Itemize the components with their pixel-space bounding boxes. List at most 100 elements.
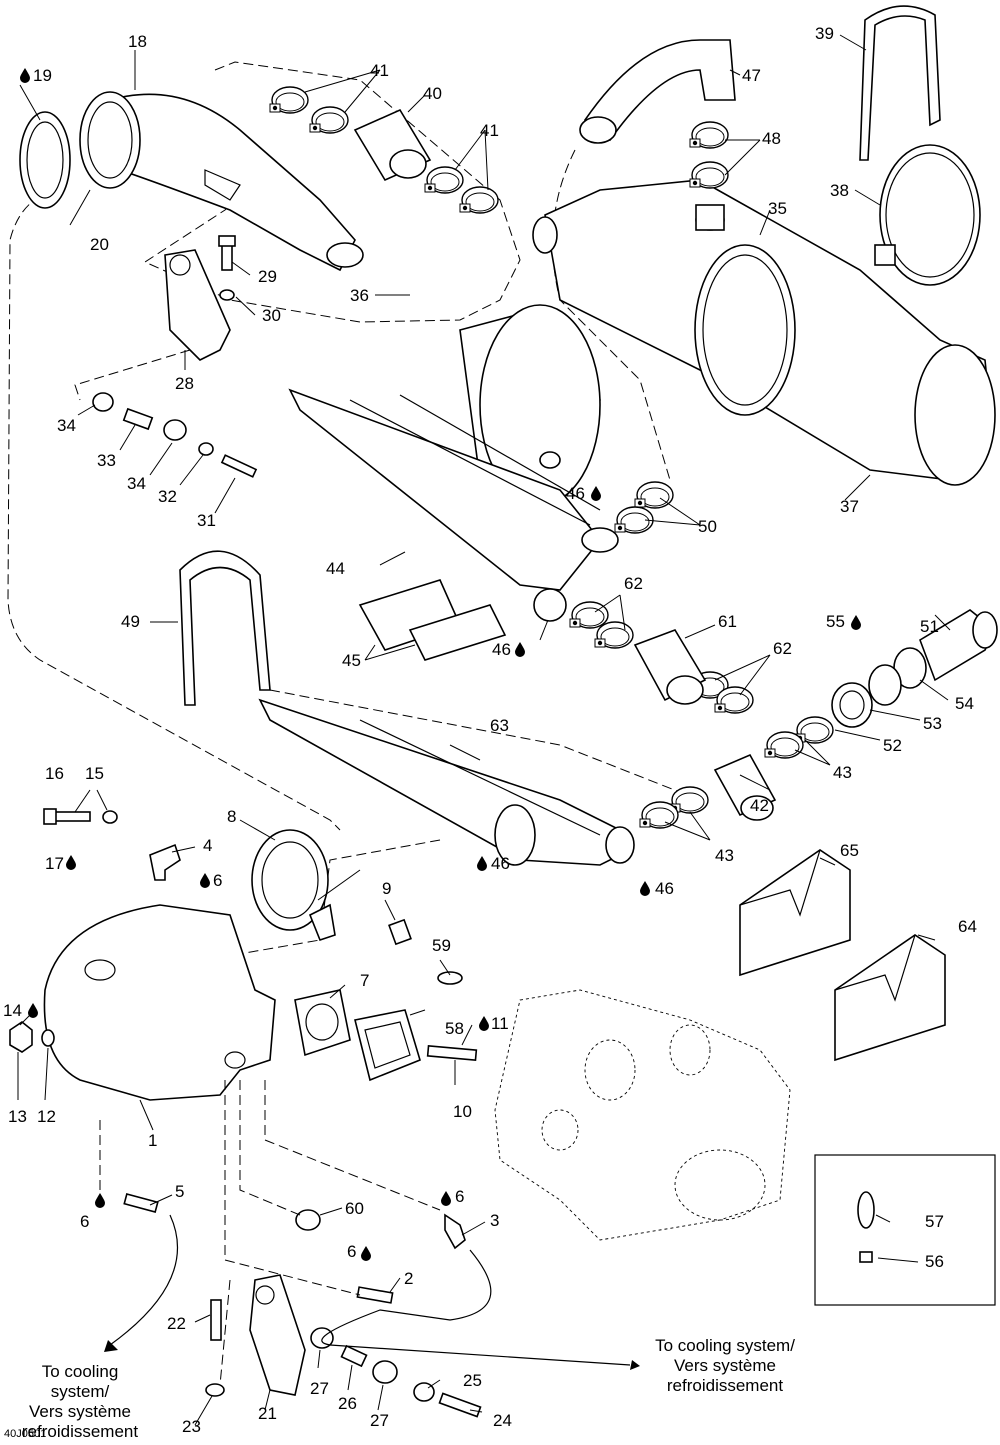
part-48-clamp-bottom	[689, 161, 729, 189]
label-62b: 62	[773, 639, 792, 658]
drop-icon	[95, 1193, 105, 1208]
label-53: 53	[923, 714, 942, 733]
part-63-exhaust-pipe	[258, 698, 635, 866]
part-23-washer	[205, 1383, 225, 1397]
outline-muffler-group	[143, 61, 521, 323]
drop-icon	[28, 1003, 38, 1018]
label-14: 14	[3, 1001, 22, 1020]
part-43-clamp-c	[639, 801, 679, 829]
part-58-plate	[354, 1009, 421, 1082]
label-23: 23	[182, 1417, 201, 1436]
label-61: 61	[718, 612, 737, 631]
label-34: 34	[57, 416, 76, 435]
drop-icon	[851, 615, 861, 630]
label-65: 65	[840, 841, 859, 860]
part-36-heat-shield	[459, 304, 601, 506]
drop-icon	[477, 856, 487, 871]
label-52: 52	[883, 736, 902, 755]
label-6b: 6	[80, 1212, 90, 1231]
label-31: 31	[197, 511, 216, 530]
part-8-flange	[251, 829, 336, 941]
label-42: 42	[750, 796, 769, 815]
label-47: 47	[742, 66, 761, 85]
part-9-spacer	[388, 918, 412, 946]
label-7: 7	[360, 971, 370, 990]
label-46d: 46	[655, 879, 674, 898]
label-59: 59	[432, 936, 451, 955]
arrow-left-cooling	[104, 1340, 118, 1352]
label-62a: 62	[624, 574, 643, 593]
drop-icon	[479, 1016, 489, 1031]
part-41-clamp-a	[269, 86, 309, 114]
part-5-fitting	[123, 1193, 159, 1213]
label-56: 56	[925, 1252, 944, 1271]
label-29: 29	[258, 267, 277, 286]
label-44: 44	[326, 559, 345, 578]
part-40-sleeve	[353, 108, 432, 182]
part-26-sleeve	[340, 1344, 368, 1368]
label-54: 54	[955, 694, 974, 713]
part-32-washer	[198, 442, 214, 456]
label-43a: 43	[833, 763, 852, 782]
part-61-sleeve	[633, 629, 707, 705]
label-41: 41	[370, 61, 389, 80]
part-2-fitting	[356, 1286, 394, 1304]
label-4: 4	[203, 836, 213, 855]
part-41-clamp-b	[309, 106, 349, 134]
label-51: 51	[920, 617, 939, 636]
label-57: 57	[925, 1212, 944, 1231]
label-64: 64	[958, 917, 977, 936]
label-50: 50	[698, 517, 717, 536]
drop-icon	[20, 68, 30, 83]
part-13-nut	[9, 1021, 33, 1053]
part-1-manifold	[43, 904, 276, 1101]
part-7-gasket	[294, 989, 351, 1057]
part-44-exhaust-pipe	[288, 388, 619, 622]
note-cooling-right: To cooling system/ Vers système refroidi…	[655, 1336, 795, 1395]
part-48-clamp-top	[689, 121, 729, 149]
label-20: 20	[90, 235, 109, 254]
label-55: 55	[826, 612, 845, 631]
label-46a: 46	[566, 484, 585, 503]
part-49-strap	[179, 550, 271, 706]
label-39: 39	[815, 24, 834, 43]
label-34b: 34	[127, 474, 146, 493]
part-53-nut	[831, 682, 873, 728]
label-38: 38	[830, 181, 849, 200]
label-15: 15	[85, 764, 104, 783]
part-50-clamp-a	[634, 481, 674, 509]
part-27-bushing-b	[372, 1360, 398, 1384]
label-41b: 41	[480, 121, 499, 140]
part-4-elbow	[149, 843, 181, 881]
part-24-bolt	[438, 1392, 482, 1418]
part-28-bracket	[164, 249, 231, 361]
label-18: 18	[128, 32, 147, 51]
label-43b: 43	[715, 846, 734, 865]
leader-lines	[17, 34, 951, 1426]
label-48: 48	[762, 129, 781, 148]
part-30-washer	[219, 289, 235, 301]
engine-outline	[494, 989, 791, 1241]
part-38-band	[874, 144, 981, 286]
label-16: 16	[45, 764, 64, 783]
part-33-sleeve	[122, 407, 154, 431]
label-25: 25	[463, 1371, 482, 1390]
label-22: 22	[167, 1314, 186, 1333]
label-3: 3	[490, 1211, 500, 1230]
label-35: 35	[768, 199, 787, 218]
part-27-bushing-a	[310, 1327, 334, 1349]
part-47-hose	[579, 39, 736, 144]
part-22-screw	[210, 1299, 222, 1341]
part-41-clamp-c	[424, 166, 464, 194]
part-3-elbow	[444, 1213, 466, 1250]
part-35-muffler	[532, 179, 996, 486]
part-19-ring	[19, 111, 71, 209]
label-19: 19	[33, 66, 52, 85]
label-10: 10	[453, 1102, 472, 1121]
drop-icon	[66, 855, 76, 870]
label-6c: 6	[455, 1187, 465, 1206]
label-33: 33	[97, 451, 116, 470]
drop-icon	[591, 486, 601, 501]
label-28: 28	[175, 374, 194, 393]
